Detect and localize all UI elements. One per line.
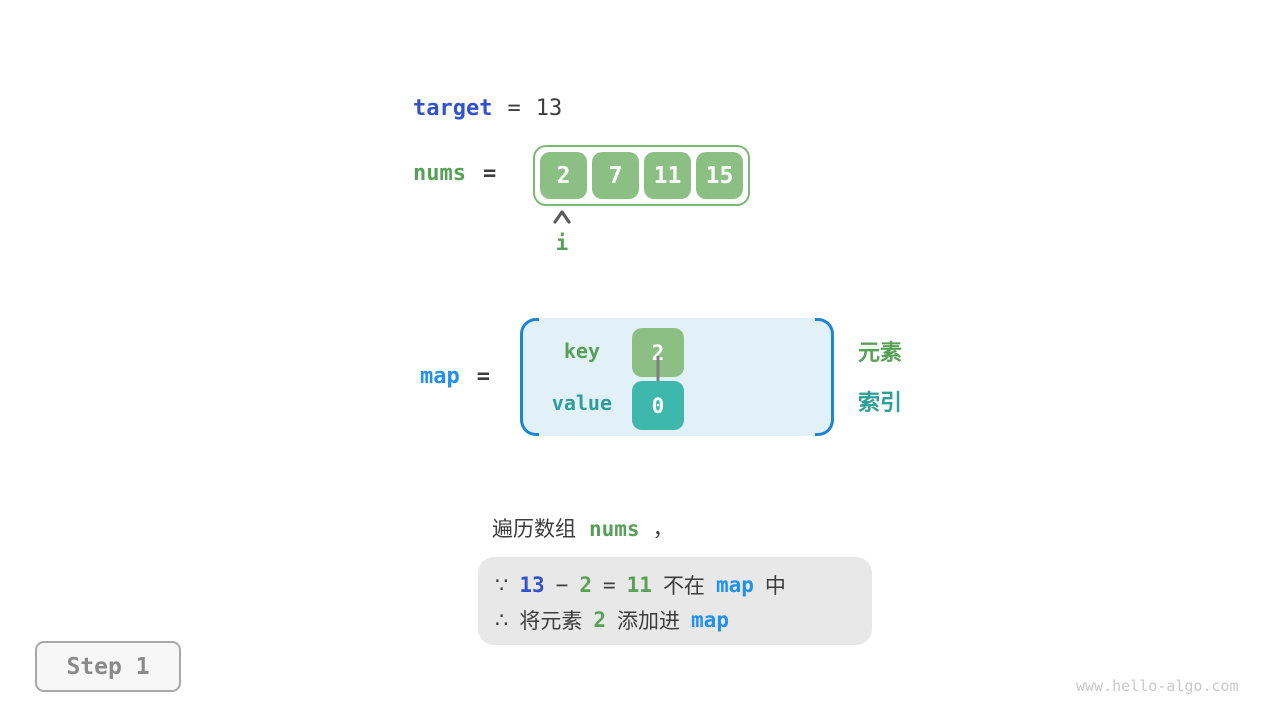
nums-array-container: 2 7 11 15 (533, 145, 750, 206)
reason-token-map: map (715, 572, 754, 597)
nums-equals: = (482, 161, 497, 186)
map-bracket-right (815, 318, 834, 436)
target-value: 13 (535, 96, 563, 121)
array-cell: 7 (592, 152, 639, 199)
array-cell: 11 (644, 152, 691, 199)
reason-token-equals: = (602, 572, 616, 597)
index-pointer-label: i (555, 231, 569, 255)
map-value-cell: 0 (632, 381, 684, 430)
target-row: target = 13 (413, 96, 562, 122)
reason-token-minus: − (555, 572, 569, 597)
watermark: www.hello-algo.com (1076, 677, 1239, 695)
reason-token-in: 中 (764, 573, 786, 598)
reason-token-element-value: 2 (593, 607, 607, 632)
caption-line: 遍历数组 nums ， (492, 515, 674, 543)
reason-token-difference: 11 (626, 572, 652, 597)
therefore-symbol: ∴ (495, 607, 509, 632)
map-equals: = (476, 364, 490, 389)
because-symbol: ∵ (495, 572, 509, 597)
map-variable: map (420, 364, 460, 389)
index-annotation: 索引 (858, 391, 903, 416)
reason-token-target-value: 13 (519, 572, 545, 597)
array-cell: 2 (540, 152, 587, 199)
nums-variable: nums (413, 161, 466, 186)
array-cell: 15 (696, 152, 743, 199)
map-value-label: value (551, 391, 612, 415)
target-variable: target (413, 96, 493, 121)
step-badge: Step 1 (35, 641, 181, 692)
reason-token-map: map (691, 607, 729, 632)
element-annotation: 元素 (858, 341, 903, 366)
nums-row: nums = (413, 161, 496, 187)
reason-token-not-in: 不在 (662, 573, 705, 598)
reason-box: ∵ 13 − 2 = 11 不在 map 中 ∴ 将元素 2 添加进 map (478, 557, 872, 645)
map-row: map = (420, 364, 490, 390)
reason-token-element: 2 (579, 572, 592, 597)
caption-text: 遍历数组 (492, 517, 576, 541)
target-equals: = (507, 96, 521, 121)
map-bracket-left (520, 318, 539, 436)
index-pointer-arrow-icon (553, 210, 571, 224)
reason-token-add-element: 将元素 (519, 608, 583, 633)
caption-code-nums: nums (589, 517, 640, 541)
reason-line-2: ∴ 将元素 2 添加进 map (495, 604, 872, 635)
reason-line-1: ∵ 13 − 2 = 11 不在 map 中 (495, 569, 872, 600)
caption-comma: ， (652, 517, 674, 541)
reason-token-add-into: 添加进 (617, 608, 681, 633)
map-key-label: key (563, 339, 600, 363)
